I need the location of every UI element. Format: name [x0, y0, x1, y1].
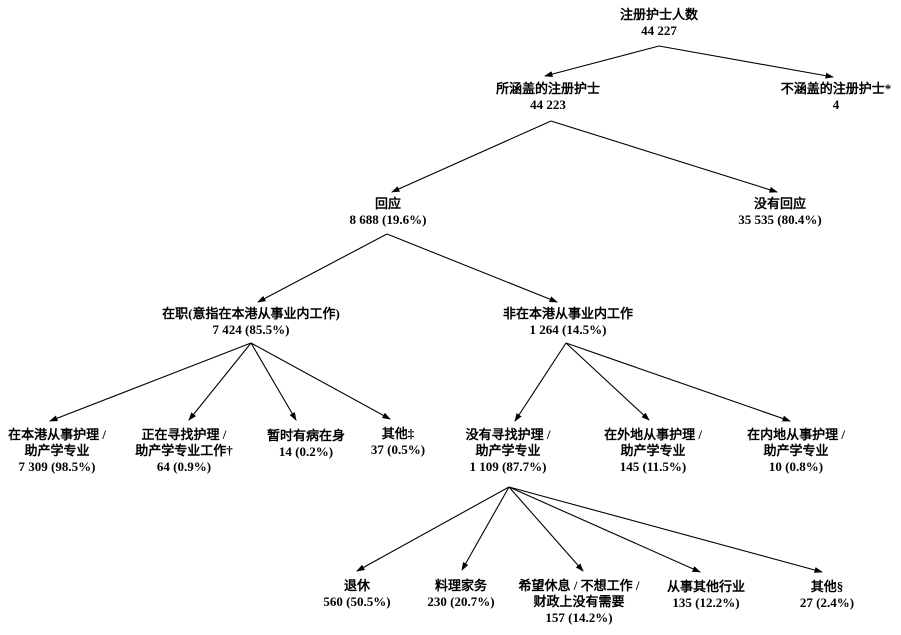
node-value: 37 (0.5%)	[370, 442, 426, 457]
edge-not-seeking-other-industry	[508, 486, 701, 573]
node-label: 助产学专业	[475, 443, 541, 458]
node-temporarily-ill: 暂时有病在身 14 (0.2%)	[267, 428, 345, 460]
edge-not-seeking-retired	[356, 486, 510, 572]
node-label: 注册护士人数	[619, 7, 699, 22]
node-label: 在职(意指在本港从事业内工作)	[162, 306, 340, 321]
node-nursing-in-hk: 在本港从事护理 / 助产学专业 7 309 (98.5%)	[8, 427, 106, 475]
node-value: 35 535 (80.4%)	[738, 212, 822, 227]
node-label: 从事其他行业	[666, 579, 746, 594]
edge-not-seeking-wish-to-rest	[508, 486, 584, 572]
edge-employed-seeking-work	[188, 342, 252, 421]
node-value: 44 223	[530, 97, 566, 112]
node-covered-nurses: 所涵盖的注册护士 44 223	[496, 81, 600, 113]
node-not-covered-nurses: 不涵盖的注册护士* 4	[781, 81, 892, 113]
node-label: 非在本港从事业内工作	[502, 306, 634, 321]
node-value: 1 264 (14.5%)	[529, 322, 607, 337]
edge-employed-nursing-in-hk	[49, 342, 252, 422]
node-value: 8 688 (19.6%)	[349, 212, 427, 227]
node-label: 希望休息 / 不想工作 /	[518, 578, 640, 593]
edge-root-covered	[544, 45, 660, 77]
node-value: 27 (2.4%)	[799, 595, 855, 610]
node-others-employed-branch: 其他‡ 37 (0.5%)	[371, 426, 425, 458]
node-no-response: 没有回应 35 535 (80.4%)	[738, 196, 821, 228]
node-housework: 料理家务 230 (20.7%)	[427, 578, 494, 610]
node-label: 助产学专业	[24, 443, 90, 458]
node-label: 正在寻找护理 /	[141, 427, 227, 442]
edge-not-seeking-housework	[461, 486, 510, 571]
edge-covered-responded	[391, 120, 552, 193]
node-label: 在本港从事护理 /	[8, 427, 106, 442]
node-not-seeking: 没有寻找护理 / 助产学专业 1 109 (87.7%)	[466, 427, 551, 475]
node-overseas-nursing: 在外地从事护理 / 助产学专业 145 (11.5%)	[604, 427, 702, 475]
edge-responded-not-in-hk	[386, 233, 558, 303]
node-label: 助产学专业工作†	[135, 443, 233, 458]
node-retired: 退休 560 (50.5%)	[323, 578, 390, 610]
node-label: 料理家务	[434, 578, 488, 593]
edge-employed-others	[250, 342, 391, 420]
node-label: 回应	[374, 196, 402, 211]
node-label: 在外地从事护理 /	[604, 427, 702, 442]
node-value: 7 309 (98.5%)	[18, 459, 96, 474]
edge-not-in-hk-mainland	[565, 342, 791, 422]
node-others-not-seeking-branch: 其他§ 27 (2.4%)	[800, 579, 854, 611]
node-other-industry: 从事其他行业 135 (12.2%)	[667, 579, 745, 611]
node-label: 在内地从事护理 /	[747, 427, 845, 442]
node-total-registered-nurses: 注册护士人数 44 227	[620, 7, 698, 39]
node-value: 64 (0.9%)	[156, 459, 212, 474]
node-label: 助产学专业	[763, 443, 829, 458]
node-wish-to-rest: 希望休息 / 不想工作 / 财政上没有需要 157 (14.2%)	[519, 578, 640, 626]
node-label: 没有寻找护理 /	[465, 427, 551, 442]
node-value: 145 (11.5%)	[619, 459, 687, 474]
node-value: 4	[832, 97, 840, 112]
node-value: 1 109 (87.7%)	[469, 459, 547, 474]
node-value: 230 (20.7%)	[427, 594, 495, 609]
edge-not-seeking-others	[508, 486, 823, 573]
node-label: 没有回应	[753, 196, 807, 211]
edge-root-not-covered	[658, 45, 834, 79]
edge-covered-no-response	[550, 120, 778, 193]
node-seeking-work: 正在寻找护理 / 助产学专业工作† 64 (0.9%)	[135, 427, 233, 475]
node-value: 10 (0.8%)	[768, 459, 824, 474]
edge-employed-temporarily-ill	[250, 342, 297, 421]
node-label: 暂时有病在身	[266, 428, 346, 443]
node-value: 560 (50.5%)	[323, 594, 391, 609]
node-responded: 回应 8 688 (19.6%)	[350, 196, 427, 228]
node-label: 退休	[343, 578, 371, 593]
node-mainland-nursing: 在内地从事护理 / 助产学专业 10 (0.8%)	[747, 427, 845, 475]
node-label: 不涵盖的注册护士*	[780, 81, 892, 96]
node-label: 所涵盖的注册护士	[495, 81, 601, 96]
node-employed: 在职(意指在本港从事业内工作) 7 424 (85.5%)	[162, 306, 340, 338]
node-label: 助产学专业	[620, 443, 686, 458]
node-label: 其他§	[810, 579, 844, 594]
node-value: 14 (0.2%)	[278, 444, 334, 459]
node-label: 财政上没有需要	[533, 594, 625, 609]
node-not-in-hk-profession: 非在本港从事业内工作 1 264 (14.5%)	[503, 306, 633, 338]
edge-responded-employed	[257, 233, 388, 303]
edge-not-in-hk-not-seeking	[514, 342, 567, 422]
node-value: 44 227	[641, 23, 677, 38]
node-value: 135 (12.2%)	[672, 595, 740, 610]
node-value: 157 (14.2%)	[545, 610, 613, 625]
node-label: 其他‡	[381, 426, 415, 441]
node-value: 7 424 (85.5%)	[212, 322, 290, 337]
edge-not-in-hk-overseas	[565, 342, 650, 421]
